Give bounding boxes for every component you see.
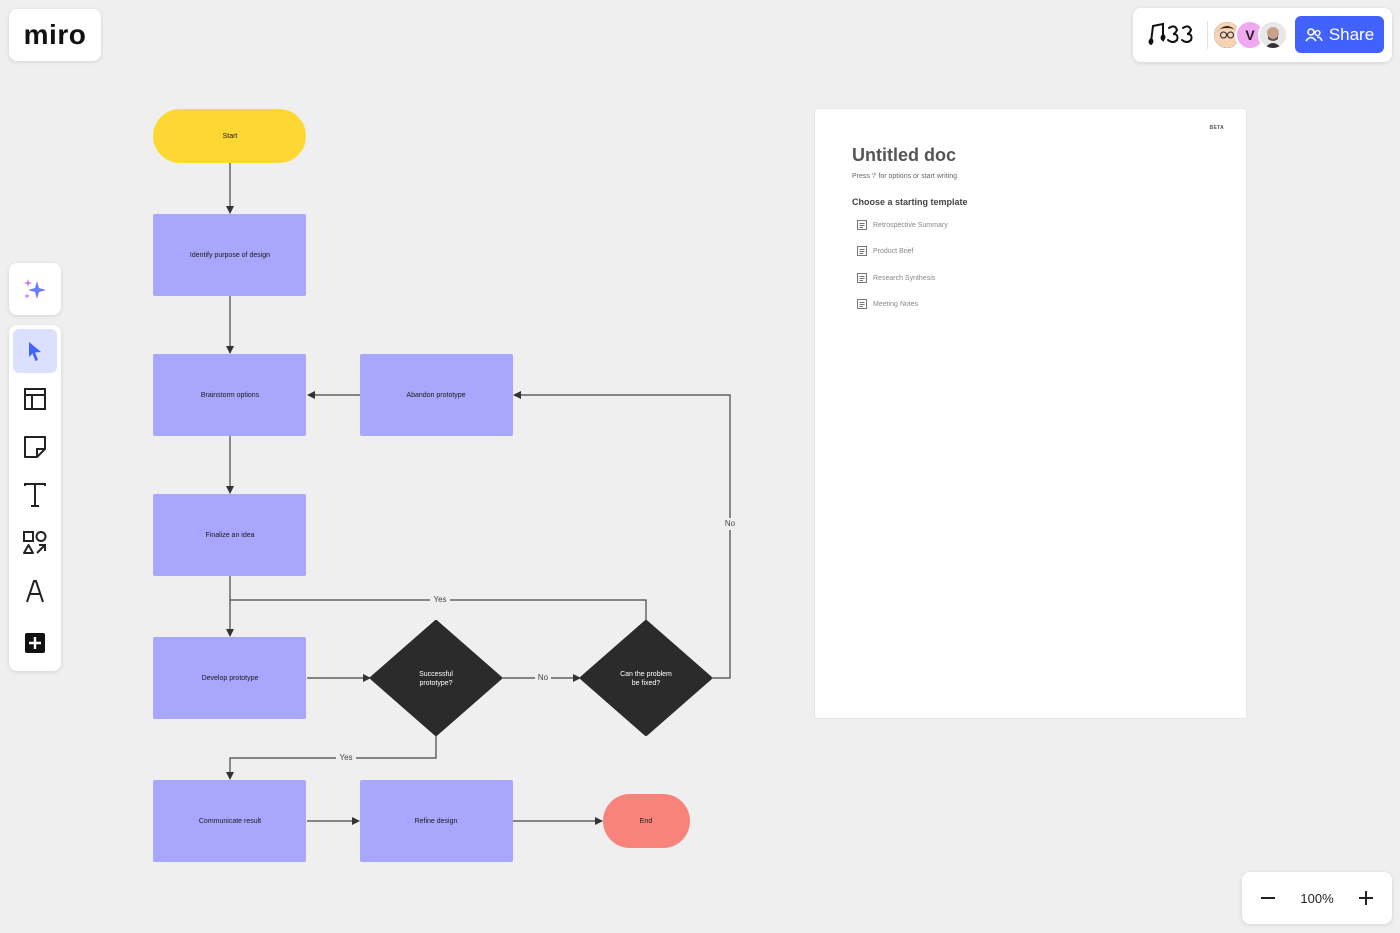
plus-square-icon bbox=[25, 633, 45, 653]
node-brainstorm[interactable]: Brainstorm options bbox=[153, 354, 306, 436]
tool-panel bbox=[9, 325, 61, 671]
flow-edges bbox=[226, 163, 731, 825]
node-develop-prototype[interactable]: Develop prototype bbox=[153, 637, 306, 719]
templates-tool-button[interactable] bbox=[13, 377, 57, 421]
document-icon bbox=[857, 246, 867, 256]
select-tool-button[interactable] bbox=[13, 329, 57, 373]
document-icon bbox=[857, 273, 867, 283]
node-communicate-result[interactable]: Communicate result bbox=[153, 780, 306, 862]
template-item[interactable]: Meeting Notes bbox=[857, 297, 918, 311]
node-communicate-label: Communicate result bbox=[199, 818, 261, 825]
sticky-note-tool-button[interactable] bbox=[13, 425, 57, 469]
edge-successful-yes-communicate[interactable] bbox=[226, 734, 437, 780]
plus-icon bbox=[1359, 891, 1373, 905]
edge-fixed-yes-develop[interactable] bbox=[230, 599, 647, 622]
decision-successful-label-line1: Successful bbox=[419, 671, 453, 678]
node-end[interactable]: End bbox=[603, 794, 690, 848]
node-abandon-label: Abandon prototype bbox=[406, 392, 465, 399]
top-right-panel: V Share bbox=[1133, 8, 1392, 62]
edge-label-yes: Yes bbox=[433, 595, 446, 604]
template-item-label: Meeting Notes bbox=[873, 300, 919, 308]
ai-sparkle-button[interactable] bbox=[15, 269, 55, 309]
zoom-panel: 100% bbox=[1242, 872, 1392, 924]
ai-assist-panel bbox=[9, 263, 61, 315]
decision-fixed-label-line1: Can the problem bbox=[620, 671, 672, 678]
edge-label-no: No bbox=[538, 673, 549, 682]
doc-hint[interactable]: Press '/' for options or start writing bbox=[852, 173, 957, 180]
beta-badge: BETA bbox=[1209, 125, 1224, 131]
zoom-out-button[interactable] bbox=[1254, 884, 1282, 912]
template-item-label: Product Brief bbox=[873, 247, 914, 255]
edge-label-no: No bbox=[725, 519, 736, 528]
pen-tool-button[interactable] bbox=[13, 569, 57, 613]
node-refine-design[interactable]: Refine design bbox=[360, 780, 513, 862]
toolbar-divider bbox=[1207, 21, 1208, 49]
decision-fixed-label-line2: be fixed? bbox=[632, 680, 661, 687]
template-item[interactable]: Retrospective Summary bbox=[857, 218, 948, 232]
layout-icon bbox=[24, 388, 46, 410]
document-icon bbox=[857, 220, 867, 230]
miro-logo: miro bbox=[23, 19, 87, 50]
logo-panel[interactable]: miro bbox=[9, 9, 101, 61]
node-start-label: Start bbox=[223, 133, 238, 140]
node-develop-label: Develop prototype bbox=[202, 675, 259, 682]
node-end-label: End bbox=[640, 818, 653, 825]
zoom-in-button[interactable] bbox=[1352, 884, 1380, 912]
node-finalize-label: Finalize an idea bbox=[205, 532, 254, 539]
node-refine-label: Refine design bbox=[415, 818, 458, 825]
sticky-note-icon bbox=[24, 436, 46, 458]
share-label: Share bbox=[1328, 24, 1375, 44]
doc-title[interactable]: Untitled doc bbox=[852, 145, 956, 165]
node-identify-label: Identify purpose of design bbox=[190, 252, 270, 259]
template-item[interactable]: Product Brief bbox=[857, 244, 913, 258]
node-finalize-idea[interactable]: Finalize an idea bbox=[153, 494, 306, 576]
template-item-label: Retrospective Summary bbox=[873, 221, 948, 229]
doc-panel[interactable]: BETA Untitled doc Press '/' for options … bbox=[815, 109, 1246, 718]
shapes-icon bbox=[23, 531, 47, 554]
edge-fixed-no-abandon[interactable] bbox=[513, 391, 731, 679]
decision-successful-prototype[interactable]: Successful prototype? bbox=[370, 620, 502, 736]
text-icon bbox=[24, 483, 46, 507]
minus-icon bbox=[1261, 897, 1275, 899]
people-icon bbox=[1305, 27, 1323, 41]
board-doodle-icon[interactable] bbox=[1143, 15, 1203, 55]
document-icon bbox=[857, 299, 867, 309]
shapes-tool-button[interactable] bbox=[13, 521, 57, 565]
avatar[interactable] bbox=[1258, 20, 1288, 50]
doc-template-heading: Choose a starting template bbox=[852, 197, 968, 207]
sparkle-icon bbox=[24, 279, 46, 299]
node-start[interactable]: Start bbox=[153, 109, 306, 163]
template-item-label: Research Synthesis bbox=[873, 274, 936, 282]
cursor-icon bbox=[29, 342, 41, 361]
share-button[interactable]: Share bbox=[1295, 16, 1384, 53]
zoom-level[interactable]: 100% bbox=[1300, 890, 1334, 906]
avatar-initial: V bbox=[1245, 27, 1255, 43]
node-brainstorm-label: Brainstorm options bbox=[201, 392, 260, 399]
decision-can-be-fixed[interactable]: Can the problem be fixed? bbox=[580, 620, 712, 736]
collaborator-avatars[interactable]: V bbox=[1212, 18, 1292, 52]
node-identify-purpose[interactable]: Identify purpose of design bbox=[153, 214, 306, 296]
decision-successful-label-line2: prototype? bbox=[419, 680, 452, 687]
more-tools-button[interactable] bbox=[13, 621, 57, 665]
edge-label-yes: Yes bbox=[339, 753, 352, 762]
node-abandon-prototype[interactable]: Abandon prototype bbox=[360, 354, 513, 436]
text-tool-button[interactable] bbox=[13, 473, 57, 517]
template-item[interactable]: Research Synthesis bbox=[857, 271, 935, 285]
pen-icon bbox=[26, 580, 44, 603]
